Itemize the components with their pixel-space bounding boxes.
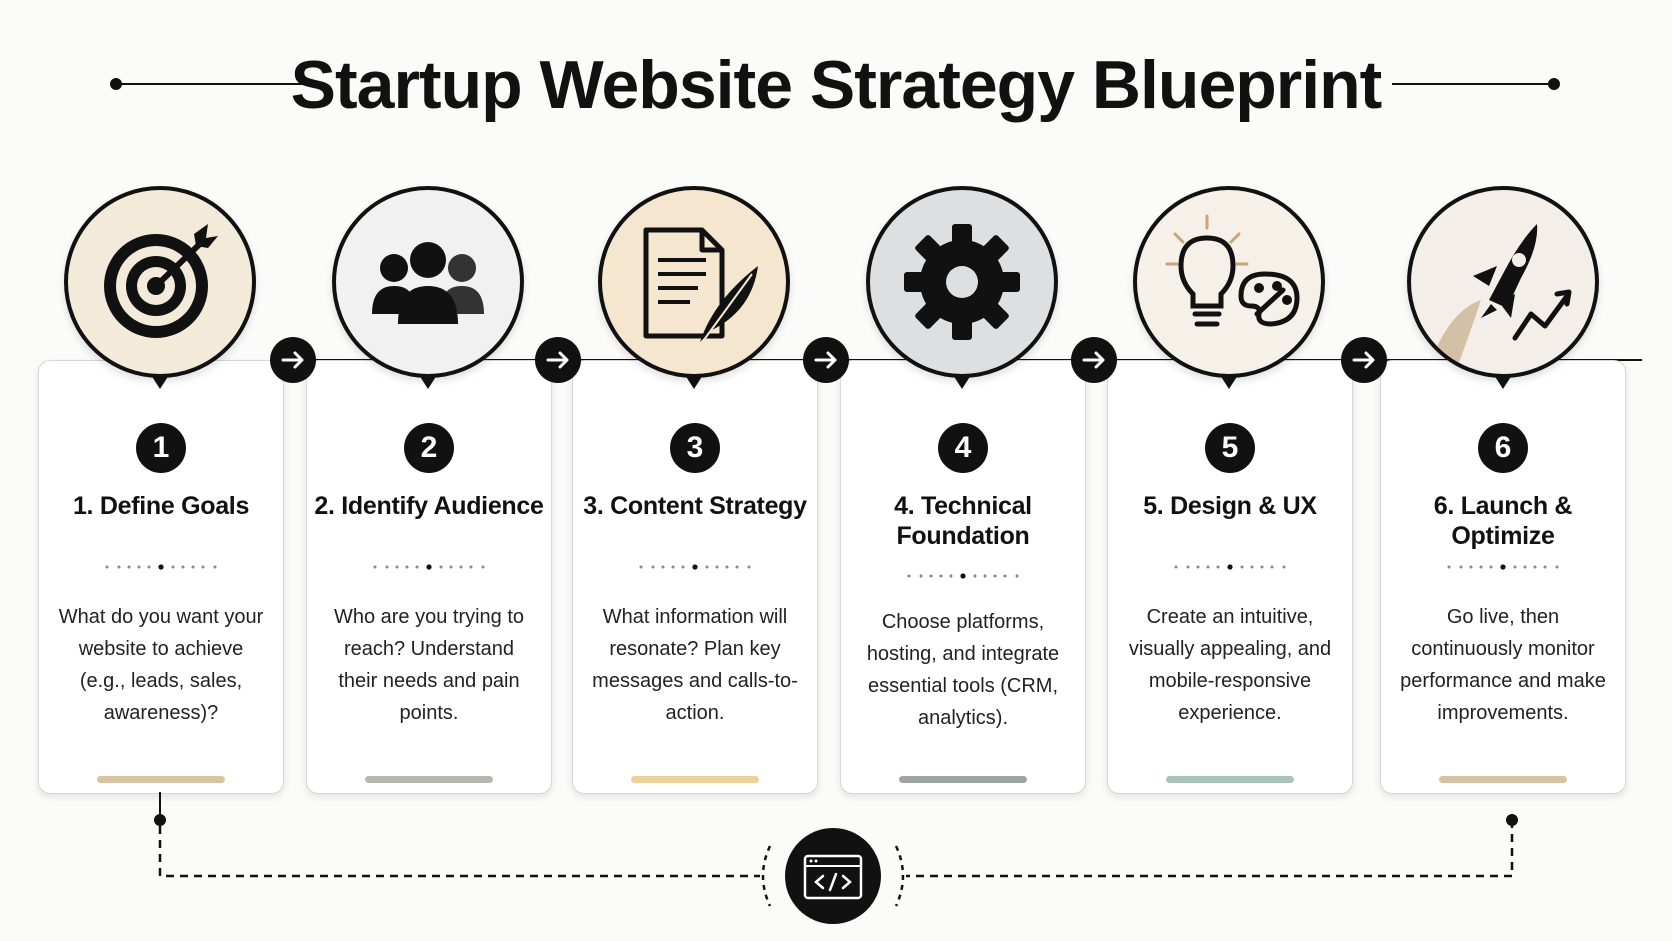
dot-divider <box>373 564 485 570</box>
step-card-5: 5 5. Design & UX Create an intuitive, vi… <box>1107 360 1353 794</box>
step-title: 2. Identify Audience <box>314 492 544 520</box>
arrow-right-icon <box>535 337 581 383</box>
circle-pointer <box>419 375 437 389</box>
arrow-right-icon <box>1341 337 1387 383</box>
feedback-loop <box>154 792 1518 924</box>
document-quill-icon <box>598 186 790 378</box>
step-title: 1. Define Goals <box>72 492 250 520</box>
step-description: Create an intuitive, visually appealing,… <box>1128 606 1332 724</box>
dot-divider <box>1174 564 1286 570</box>
circle-pointer <box>1494 375 1512 389</box>
step-card-2: 2 2. Identify Audience Who are you tryin… <box>306 360 552 794</box>
dot-divider <box>907 573 1019 579</box>
people-icon <box>332 186 524 378</box>
step-card-1: 1 1. Define Goals What do you want your … <box>38 360 284 794</box>
step-number: 6 <box>1478 423 1528 473</box>
lightbulb-palette-icon <box>1133 186 1325 378</box>
dot-divider <box>639 564 751 570</box>
step-title: 4. Technical Foundation <box>894 492 1032 550</box>
step-title: 6. Launch & Optimize <box>1433 492 1573 550</box>
dot-divider <box>1447 564 1559 570</box>
target-icon <box>64 186 256 378</box>
rule-dot <box>110 78 122 90</box>
step-number: 1 <box>136 423 186 473</box>
step-number: 2 <box>404 423 454 473</box>
accent-bar <box>97 776 225 783</box>
step-description: What information will resonate? Plan key… <box>592 606 798 724</box>
arrow-right-icon <box>1071 337 1117 383</box>
step-description: Who are you trying to reach? Understand … <box>333 606 525 724</box>
gear-icon <box>866 186 1058 378</box>
step-number: 4 <box>938 423 988 473</box>
circle-pointer <box>151 375 169 389</box>
accent-bar <box>1439 776 1567 783</box>
circle-pointer <box>953 375 971 389</box>
accent-bar <box>631 776 759 783</box>
accent-bar <box>899 776 1027 783</box>
rocket-growth-icon <box>1407 186 1599 378</box>
step-description: What do you want your website to achieve… <box>58 606 264 724</box>
step-number: 3 <box>670 423 720 473</box>
step-number: 5 <box>1205 423 1255 473</box>
circle-pointer <box>685 375 703 389</box>
dot-divider <box>105 564 217 570</box>
step-card-3: 3 3. Content Strategy What information w… <box>572 360 818 794</box>
arrow-right-icon <box>270 337 316 383</box>
step-description: Go live, then continuously monitor perfo… <box>1400 606 1606 724</box>
page-title: Startup Website Strategy Blueprint <box>290 47 1383 123</box>
rule-dot <box>1548 78 1560 90</box>
title-row: Startup Website Strategy Blueprint <box>0 40 1672 130</box>
accent-bar <box>1166 776 1294 783</box>
step-card-4: 4 4. Technical Foundation Choose platfor… <box>840 360 1086 794</box>
circle-pointer <box>1220 375 1238 389</box>
title-rule-right <box>1392 78 1560 90</box>
code-window-icon <box>785 828 881 924</box>
step-title: 3. Content Strategy <box>583 492 807 520</box>
step-description: Choose platforms, hosting, and integrate… <box>866 611 1060 729</box>
step-card-6: 6 6. Launch & Optimize Go live, then con… <box>1380 360 1626 794</box>
arrow-right-icon <box>803 337 849 383</box>
step-title: 5. Design & UX <box>1143 492 1317 520</box>
accent-bar <box>365 776 493 783</box>
title-rule-left <box>110 78 306 90</box>
